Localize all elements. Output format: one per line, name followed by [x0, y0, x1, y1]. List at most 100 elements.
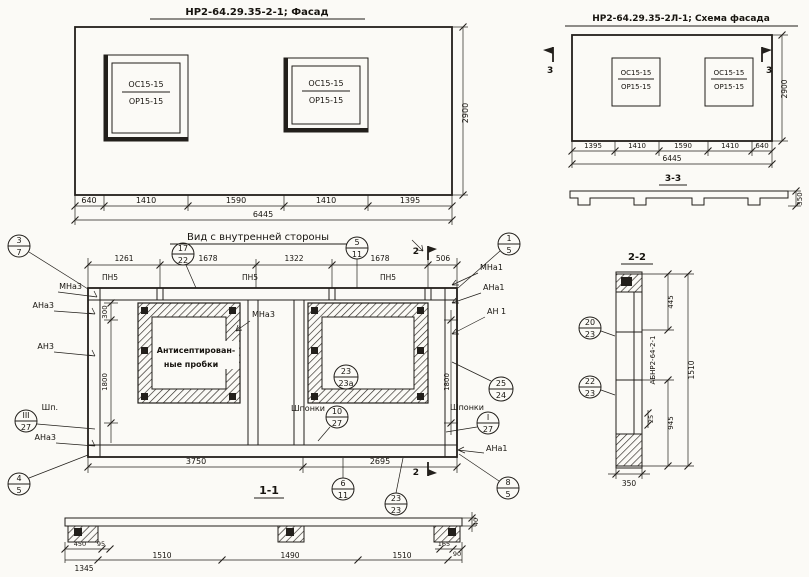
anchor-label: МНа3 — [59, 282, 82, 291]
callout-t1: 17 22 — [171, 242, 197, 289]
window-mark-bottom: ОР15-15 — [129, 97, 163, 106]
callout-top: 8 — [505, 478, 510, 487]
callout-t2: 5 11 — [345, 236, 369, 288]
callout-top: 4 — [16, 474, 21, 483]
scheme-height-dim: 2900 — [772, 30, 789, 146]
anchor-label: АНа1 — [486, 444, 507, 453]
dim-label: 1590 — [674, 142, 692, 150]
dim-label: 506 — [436, 254, 451, 263]
section-3-3: 3-3 350 — [569, 174, 804, 211]
facade-elevation: НР2-64.29.35-2-1; Фасад ОС15-15 ОР15-15 … — [70, 7, 470, 225]
dim-label: 1395 — [584, 142, 602, 150]
keys-label: Шпонки — [450, 403, 484, 412]
facade-bottom-dims: 640 1410 1590 1410 1395 6445 — [70, 195, 457, 225]
dim-total: 6445 — [253, 210, 273, 219]
scheme-title: НР2-64.29.35-2Л-1; Схема фасада — [592, 14, 770, 24]
dim-label: 2900 — [461, 103, 470, 123]
section-2-2-dims: 445 945 1510 25 350 — [608, 269, 696, 488]
section-2-2-profile — [615, 271, 643, 469]
dim-total: 6445 — [662, 154, 681, 163]
callout-bottom: 5 — [16, 486, 21, 495]
callout-22-23: 22 23 — [578, 375, 616, 399]
callout-keys-mid: 10 27 — [317, 405, 349, 442]
section-mark-label: 2 — [413, 468, 419, 478]
anchor-label: АНа3 — [33, 301, 54, 310]
section-1-1-label: 1-1 — [259, 484, 279, 497]
dim-label: 25 — [647, 415, 655, 423]
north-arrow — [411, 239, 424, 252]
dim-label: 640 — [755, 142, 768, 150]
window-mark-top: ОС15-15 — [621, 69, 652, 77]
callout-top: 17 — [178, 244, 188, 253]
dim-label: 350 — [622, 479, 637, 488]
callout-tr: 1 5 — [457, 232, 521, 289]
callout-top: 25 — [496, 379, 506, 388]
facade-title: НР2-64.29.35-2-1; Фасад — [185, 7, 328, 18]
callout-bottom: 5 — [505, 490, 510, 499]
callout-bottom: 27 — [332, 419, 342, 428]
callout-top: 22 — [585, 377, 595, 386]
callout-top: III — [22, 411, 29, 420]
note-line-2: ные пробки — [164, 359, 218, 369]
callout-top: 20 — [585, 318, 595, 327]
callout-top: I — [487, 413, 489, 422]
dim-label: 1800 — [101, 373, 109, 391]
dim-label: 1510 — [152, 551, 171, 560]
dim-label: 1678 — [370, 254, 389, 263]
inner-view-title: Вид с внутренней стороны — [187, 232, 329, 243]
dim-label: 1410 — [628, 142, 646, 150]
window-mark-bottom: ОР15-15 — [309, 96, 343, 105]
dim-label: 1395 — [400, 196, 420, 205]
facade-panel — [74, 26, 453, 196]
dim-label: 450 — [74, 540, 86, 548]
facade-window-1: ОС15-15 ОР15-15 — [103, 54, 189, 142]
dim-label: 350 — [796, 192, 804, 205]
left-anchor-labels: МНа3 АНа3 АН3 Шп. АНа3 — [33, 282, 98, 447]
dim-label: 1678 — [198, 254, 217, 263]
window-mark-top: ОС15-15 — [128, 80, 163, 89]
section-2-2: 2-2 20 23 22 23 АБНР2-64-2-1 445 945 — [578, 252, 696, 488]
right-anchor-labels: МНа1 АНа1 АН 1 АНа1 — [451, 263, 507, 454]
dim-label: 1410 — [721, 142, 739, 150]
callout-top: 3 — [16, 236, 21, 245]
callout-tl: 3 7 — [7, 234, 89, 290]
window-mark-bottom: ОР15-15 — [714, 83, 744, 91]
section-mark-3-left: 3 — [543, 47, 554, 76]
callout-window: 23 23а — [333, 364, 359, 390]
section-mark-label: 2 — [413, 247, 419, 257]
inner-window-b — [307, 302, 429, 404]
callout-bottom: 27 — [483, 425, 493, 434]
dim-label: 1410 — [136, 196, 156, 205]
dim-label: 300 — [101, 305, 109, 318]
dim-label: 165 — [438, 540, 450, 548]
callout-bottom: 11 — [338, 491, 348, 500]
callout-bottom: 7 — [16, 248, 21, 257]
callout-keys-right: I 27 — [445, 411, 500, 435]
lintel-label: ПН5 — [380, 273, 396, 282]
section-3-3-label: 3-3 — [665, 174, 681, 184]
anchor-label: АНа3 — [35, 433, 56, 442]
lintel-label: ПН5 — [242, 273, 258, 282]
callout-top: 23 — [341, 367, 351, 376]
dim-label: 1800 — [443, 373, 451, 391]
callout-b2: 23 23 — [384, 457, 408, 516]
callout-top: 5 — [354, 238, 359, 247]
dim-label: 95 — [97, 540, 105, 548]
profile-dims: 450 95 165 90 1510 1490 1510 1345 40 — [60, 512, 480, 573]
section-mark-label: 3 — [547, 66, 553, 76]
antiseptic-plugs-note: Антисептирован- ные пробки — [153, 341, 239, 369]
callout-bottom: 23 — [585, 389, 595, 398]
callout-top: 23 — [391, 494, 401, 503]
dim-label: 1510 — [392, 551, 411, 560]
callout-br: 8 5 — [458, 453, 520, 500]
callout-bottom: 5 — [506, 246, 511, 255]
note-line-1: Антисептирован- — [157, 346, 235, 355]
callout-bl: 4 5 — [7, 454, 89, 496]
facade-window-2: ОС15-15 ОР15-15 — [283, 57, 369, 133]
dim-label: 1510 — [687, 360, 696, 379]
section-mark-2-bottom: 2 — [413, 462, 437, 478]
anchor-label: АН3 — [37, 342, 54, 351]
section-mark-3-right: 3 — [761, 47, 772, 76]
anchor-label: МНа1 — [480, 263, 503, 272]
